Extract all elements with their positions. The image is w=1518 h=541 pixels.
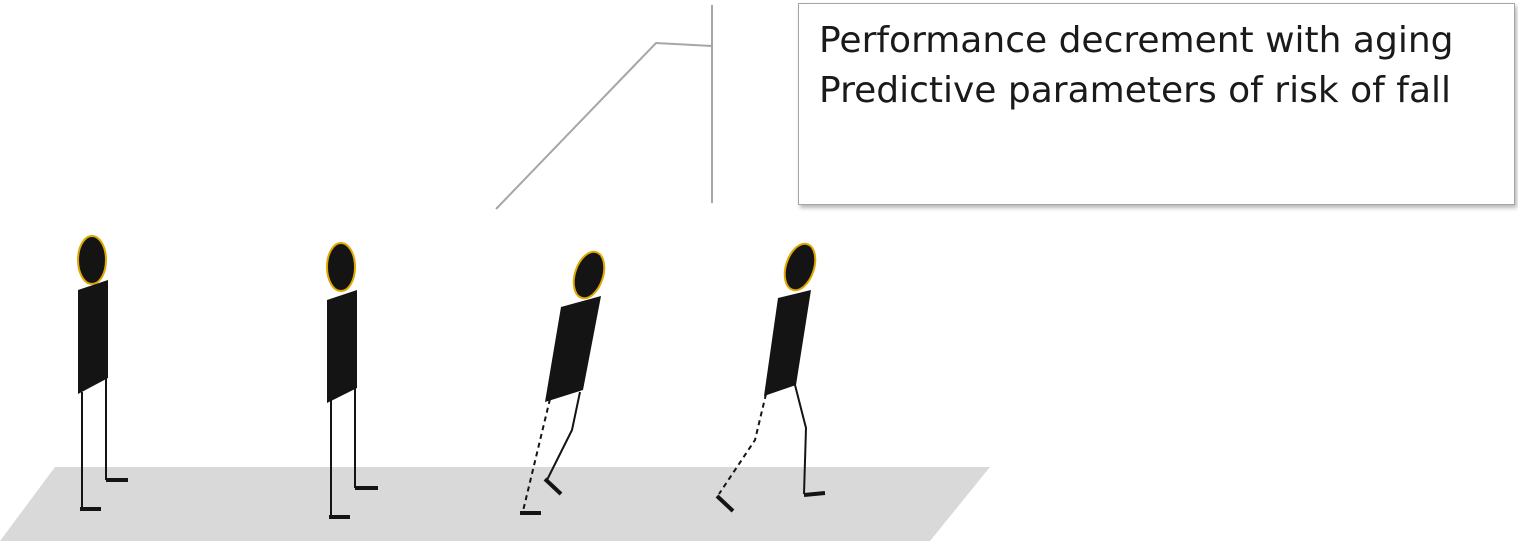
figure-standing-2 — [326, 242, 378, 519]
callout-line-performance: Performance decrement with aging — [819, 20, 1454, 61]
figure-1-head — [77, 235, 107, 285]
figure-3-head — [572, 250, 606, 300]
walkway-floor — [0, 467, 990, 541]
figure-standing-1 — [77, 235, 128, 511]
figure-2-torso — [327, 290, 357, 403]
figure-2-head — [326, 242, 356, 292]
callout-box: Performance decrement with aging Predict… — [798, 3, 1515, 205]
figure-4-torso — [764, 290, 811, 396]
figure-walking-4 — [715, 242, 826, 513]
figure-4-head — [783, 242, 817, 292]
figure-3-front-leg — [546, 391, 581, 481]
figure-4-front-leg — [794, 384, 808, 495]
figure-1-torso — [78, 280, 108, 394]
callout-leader — [495, 5, 713, 210]
figure-4-rear-foot — [715, 494, 735, 513]
figure-4-rear-leg — [718, 393, 767, 495]
callout-line-risk-of-fall: Predictive parameters of risk of fall — [819, 70, 1452, 111]
figure-leaning-3 — [520, 250, 606, 515]
figure-4-front-foot — [803, 491, 826, 497]
figure-3-rear-leg — [522, 398, 551, 512]
figure-3-front-foot — [543, 477, 563, 496]
figure-3-torso — [545, 296, 601, 402]
callout-leader-diagonal — [495, 41, 713, 210]
